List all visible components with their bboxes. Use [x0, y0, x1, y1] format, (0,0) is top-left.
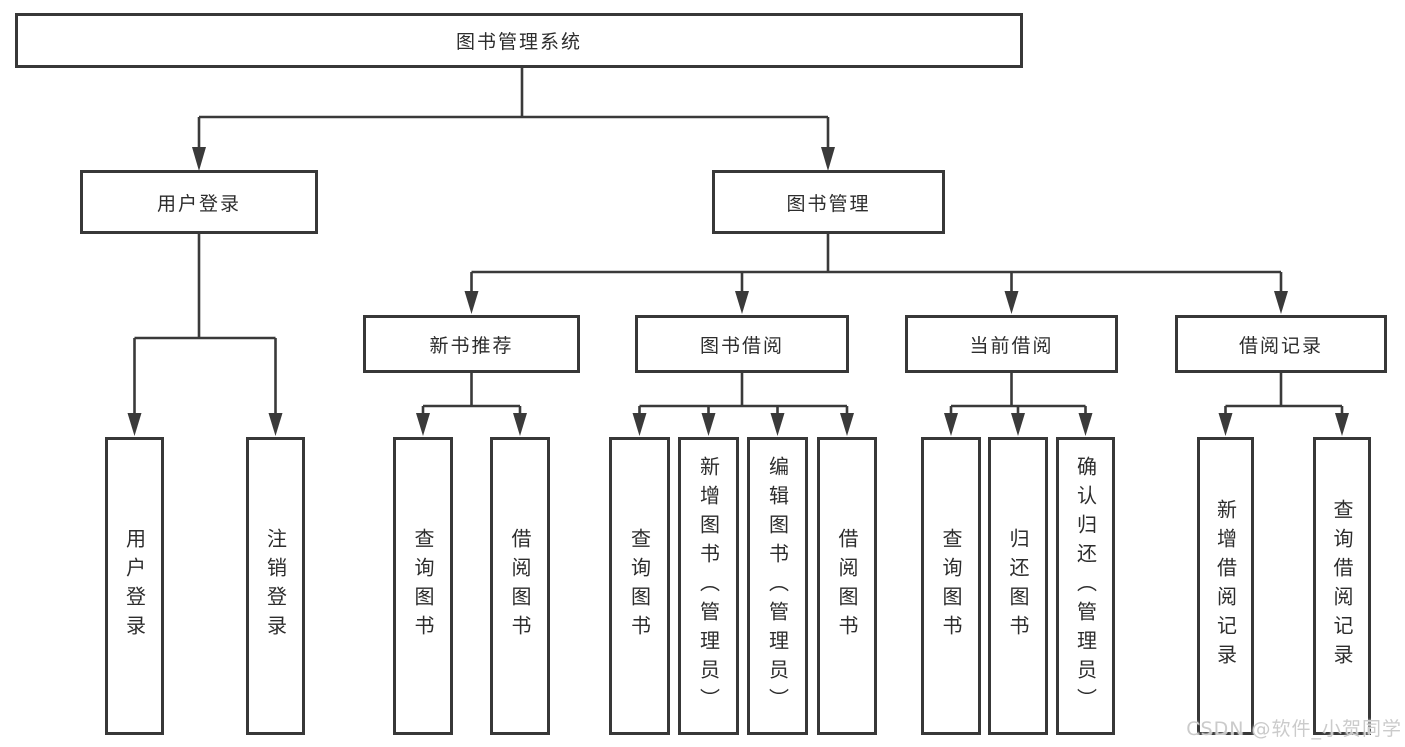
- arrow-down-icon: [840, 413, 854, 436]
- node-book-management: 图书管理: [712, 170, 945, 234]
- node-label: 注销登录: [263, 528, 288, 644]
- node-label: 当前借阅: [969, 334, 1054, 357]
- arrow-down-icon: [192, 147, 206, 171]
- leaf-return-books: 归还图书: [988, 437, 1048, 735]
- node-label: 新书推荐: [429, 334, 514, 357]
- node-label: 归还图书: [1006, 528, 1030, 644]
- arrow-down-icon: [944, 413, 958, 436]
- node-book-borrow: 图书借阅: [635, 315, 849, 373]
- connector-book-borrow-to-leaves: [638, 373, 849, 416]
- leaf-borrow-books: 借阅图书: [817, 437, 877, 735]
- connector-user-login-to-leaves: [133, 234, 277, 416]
- node-new-book-recommend: 新书推荐: [363, 315, 580, 373]
- arrow-down-icon: [464, 291, 479, 314]
- node-label: 借阅图书: [835, 528, 859, 644]
- arrow-down-icon: [1274, 291, 1288, 314]
- connector-new-book-recommend-to-leaves: [421, 373, 522, 416]
- arrow-down-icon: [127, 413, 142, 436]
- node-root-system: 图书管理系统: [15, 13, 1023, 68]
- leaf-logout: 注销登录: [246, 437, 305, 735]
- node-label: 借阅记录: [1238, 334, 1323, 357]
- arrow-down-icon: [513, 413, 527, 436]
- node-label: 用户登录: [156, 192, 241, 215]
- arrow-down-icon: [1004, 291, 1019, 314]
- node-label: 新增借阅记录: [1213, 499, 1238, 673]
- arrow-down-icon: [416, 413, 430, 436]
- node-label: 用户登录: [122, 528, 147, 644]
- leaf-confirm-return-admin: 确认归还（管理员）: [1056, 437, 1115, 735]
- leaf-query-books-recommend: 查询图书: [393, 437, 453, 735]
- node-label: 图书借阅: [699, 334, 784, 357]
- arrow-down-icon: [632, 413, 647, 436]
- csdn-watermark: CSDN @软件_小贺同学: [1186, 718, 1402, 740]
- leaf-query-books-borrow: 查询图书: [609, 437, 670, 735]
- leaf-query-borrow-record: 查询借阅记录: [1313, 437, 1371, 735]
- arrowheads: [127, 147, 1349, 436]
- node-label: 图书管理系统: [455, 31, 582, 53]
- leaf-user-login: 用户登录: [105, 437, 164, 735]
- node-label: 编辑图书（管理员）: [765, 455, 790, 717]
- node-borrow-records: 借阅记录: [1175, 315, 1387, 373]
- leaf-edit-books-admin: 编辑图书（管理员）: [747, 437, 808, 735]
- arrow-down-icon: [821, 147, 835, 171]
- connector-borrow-records-to-leaves: [1224, 373, 1344, 416]
- node-label: 图书管理: [786, 192, 871, 215]
- connector-current-borrow-to-leaves: [949, 373, 1087, 416]
- node-label: 确认归还（管理员）: [1073, 455, 1098, 717]
- arrow-down-icon: [1011, 413, 1025, 436]
- arrow-down-icon: [701, 413, 716, 436]
- node-label: 新增图书（管理员）: [696, 455, 721, 717]
- leaf-borrow-books-recommend: 借阅图书: [490, 437, 550, 735]
- node-label: 查询借阅记录: [1330, 499, 1354, 673]
- node-current-borrow: 当前借阅: [905, 315, 1118, 373]
- arrow-down-icon: [268, 413, 283, 436]
- arrow-down-icon: [1218, 413, 1233, 436]
- node-label: 借阅图书: [508, 528, 532, 644]
- leaf-add-borrow-record: 新增借阅记录: [1197, 437, 1254, 735]
- node-user-login: 用户登录: [80, 170, 318, 234]
- connector-root-to-level2: [197, 68, 830, 150]
- leaf-query-books-current: 查询图书: [921, 437, 981, 735]
- connector-book-management-to-level3: [470, 234, 1283, 294]
- node-label: 查询图书: [411, 528, 435, 644]
- arrow-down-icon: [1335, 413, 1349, 436]
- node-label: 查询图书: [627, 528, 652, 644]
- leaf-add-books-admin: 新增图书（管理员）: [678, 437, 739, 735]
- arrow-down-icon: [770, 413, 785, 436]
- node-label: 查询图书: [939, 528, 963, 644]
- arrow-down-icon: [1078, 413, 1093, 436]
- arrow-down-icon: [735, 291, 749, 314]
